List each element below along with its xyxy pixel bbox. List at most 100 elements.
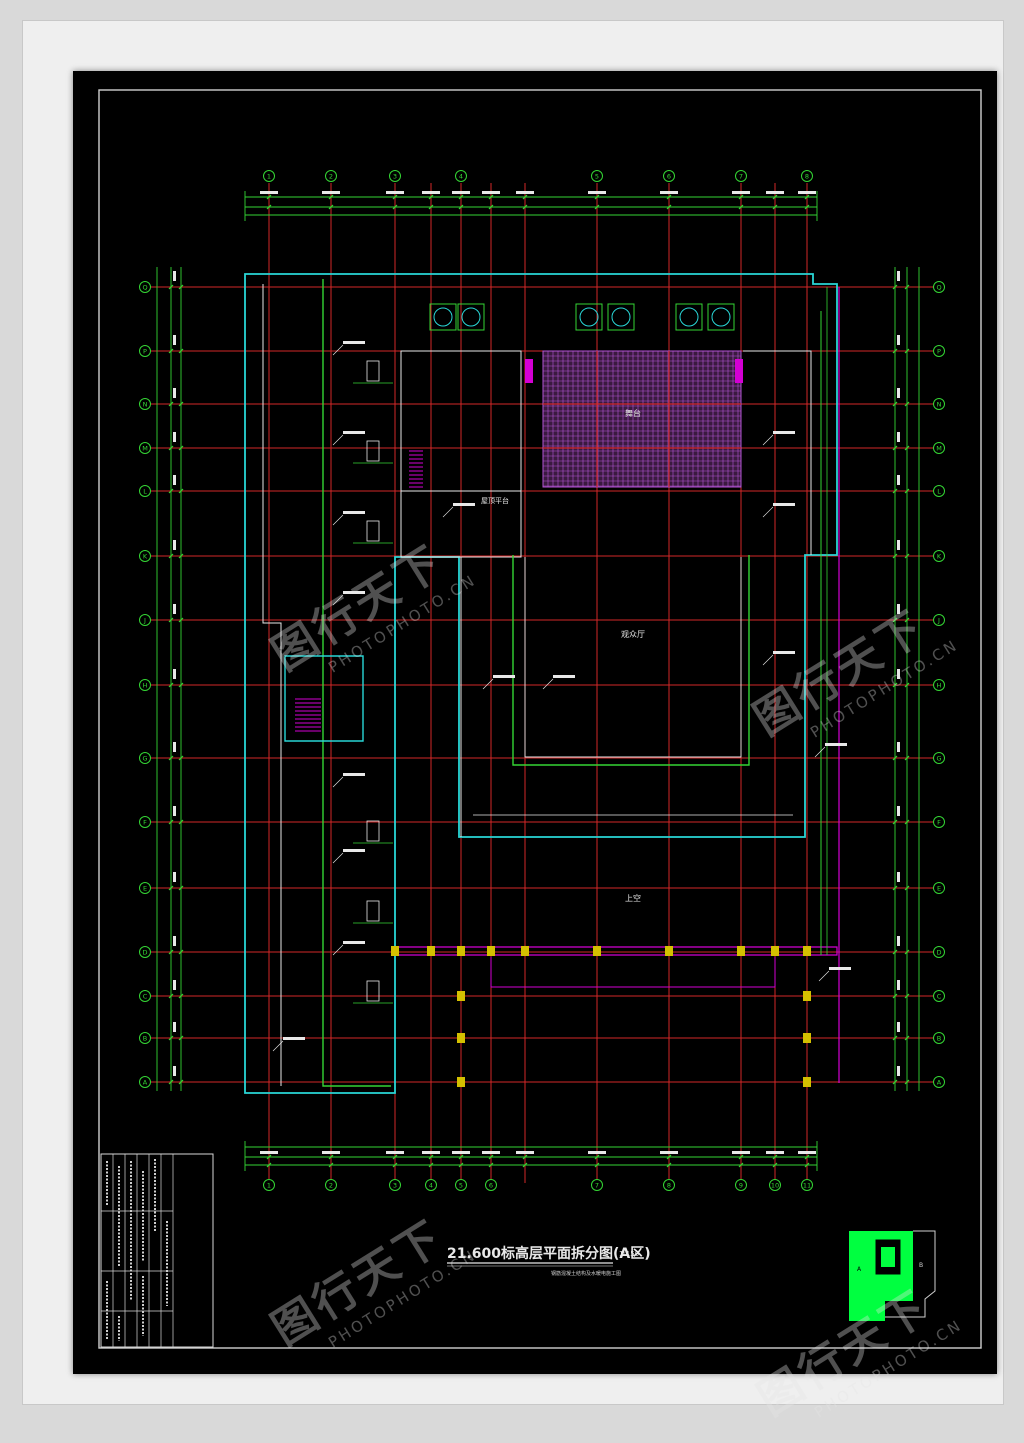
dimension-tick [178, 284, 184, 290]
axis-bubble [455, 170, 467, 182]
dimension-tick [428, 1162, 434, 1168]
axis-label: 6 [489, 1182, 493, 1190]
dimension-text [386, 1151, 404, 1154]
dimension-text [897, 540, 900, 550]
dimension-tick [392, 1162, 398, 1168]
equipment [429, 303, 457, 331]
annotation-text [493, 675, 515, 678]
axis-label: 3 [393, 173, 397, 181]
annotation-text [343, 511, 365, 514]
dimension-tick [168, 488, 174, 494]
dimension-tick [488, 1162, 494, 1168]
dimension-tick [892, 885, 898, 891]
dimension-tick [738, 1154, 744, 1160]
column [593, 946, 601, 956]
axis-label: 8 [667, 1182, 671, 1190]
dimension-text [660, 1151, 678, 1154]
dimension-text [173, 872, 176, 882]
axis-bubble [139, 398, 151, 410]
dimension-text [516, 191, 534, 194]
dimension-text [173, 806, 176, 816]
dimension-tick [892, 553, 898, 559]
axis-grid-lines [151, 183, 935, 1183]
axis-bubble [933, 679, 945, 691]
dimension-tick [892, 348, 898, 354]
axis-bubble [389, 1179, 401, 1191]
dimension-tick [904, 284, 910, 290]
plan-details [272, 303, 851, 1087]
axis-label: 1 [267, 1182, 271, 1190]
dimension-tick [772, 1154, 778, 1160]
axis-bubble [139, 882, 151, 894]
dimension-tick [178, 682, 184, 688]
svg-text:A: A [857, 1266, 862, 1273]
axis-bubble [139, 990, 151, 1002]
dimension-tick [904, 617, 910, 623]
fan-unit [711, 307, 731, 327]
dimension-tick [904, 1035, 910, 1041]
dimension-tick [178, 993, 184, 999]
dimension-tick [168, 885, 174, 891]
leader-line [332, 514, 344, 526]
axis-label: M [142, 445, 148, 453]
axis-bubble [389, 170, 401, 182]
annotation-text [343, 773, 365, 776]
dimension-tick [178, 488, 184, 494]
axis-label: A [143, 1079, 148, 1087]
interior-wall [262, 284, 282, 1086]
dimension-tick [594, 194, 600, 200]
dimension-text [260, 1151, 278, 1154]
axis-label: Q [142, 284, 147, 292]
leader-line [762, 434, 774, 446]
dimension-tick [488, 204, 494, 210]
axis-label: 5 [595, 173, 599, 181]
dimension-tick [266, 1162, 272, 1168]
axis-label: 2 [329, 173, 333, 181]
dimension-text [897, 1022, 900, 1032]
dimension-tick [178, 1035, 184, 1041]
leader-line [332, 944, 344, 956]
leader-line [482, 678, 494, 690]
dimension-tick [738, 204, 744, 210]
axis-label: E [937, 885, 941, 893]
leader-line [332, 852, 344, 864]
dimension-text [173, 475, 176, 485]
equipment [607, 303, 635, 331]
axis-bubble [933, 442, 945, 454]
axis-bubble [139, 679, 151, 691]
axis-label: 1 [267, 173, 271, 181]
dimension-text [766, 1151, 784, 1154]
axis-label: G [936, 755, 941, 763]
axis-bubble [591, 1179, 603, 1191]
dimension-tick [266, 204, 272, 210]
dimension-tick [458, 1154, 464, 1160]
dimension-tick [666, 194, 672, 200]
dimension-tick [738, 194, 744, 200]
dimension-tick [328, 1154, 334, 1160]
axis-bubble [139, 442, 151, 454]
dimension-tick [892, 682, 898, 688]
annotation-text [773, 431, 795, 434]
axis-label: 5 [459, 1182, 463, 1190]
axis-label: P [937, 348, 941, 356]
axis-label: M [936, 445, 942, 453]
svg-text:B: B [919, 1262, 923, 1269]
axis-bubble [139, 946, 151, 958]
dimension-tick [904, 553, 910, 559]
leader-line [332, 344, 344, 356]
dimension-tick [904, 401, 910, 407]
dimension-tick [804, 194, 810, 200]
axis-bubble [933, 550, 945, 562]
dimension-tick [904, 885, 910, 891]
dimension-text [173, 540, 176, 550]
dimension-text [588, 1151, 606, 1154]
hall-wall [512, 555, 750, 766]
axis-bubble [801, 1179, 813, 1191]
dimension-tick [178, 401, 184, 407]
axis-bubble [933, 816, 945, 828]
axis-label: C [937, 993, 942, 1001]
dimension-text [422, 191, 440, 194]
axis-label: F [937, 819, 941, 827]
dimension-tick [594, 1162, 600, 1168]
